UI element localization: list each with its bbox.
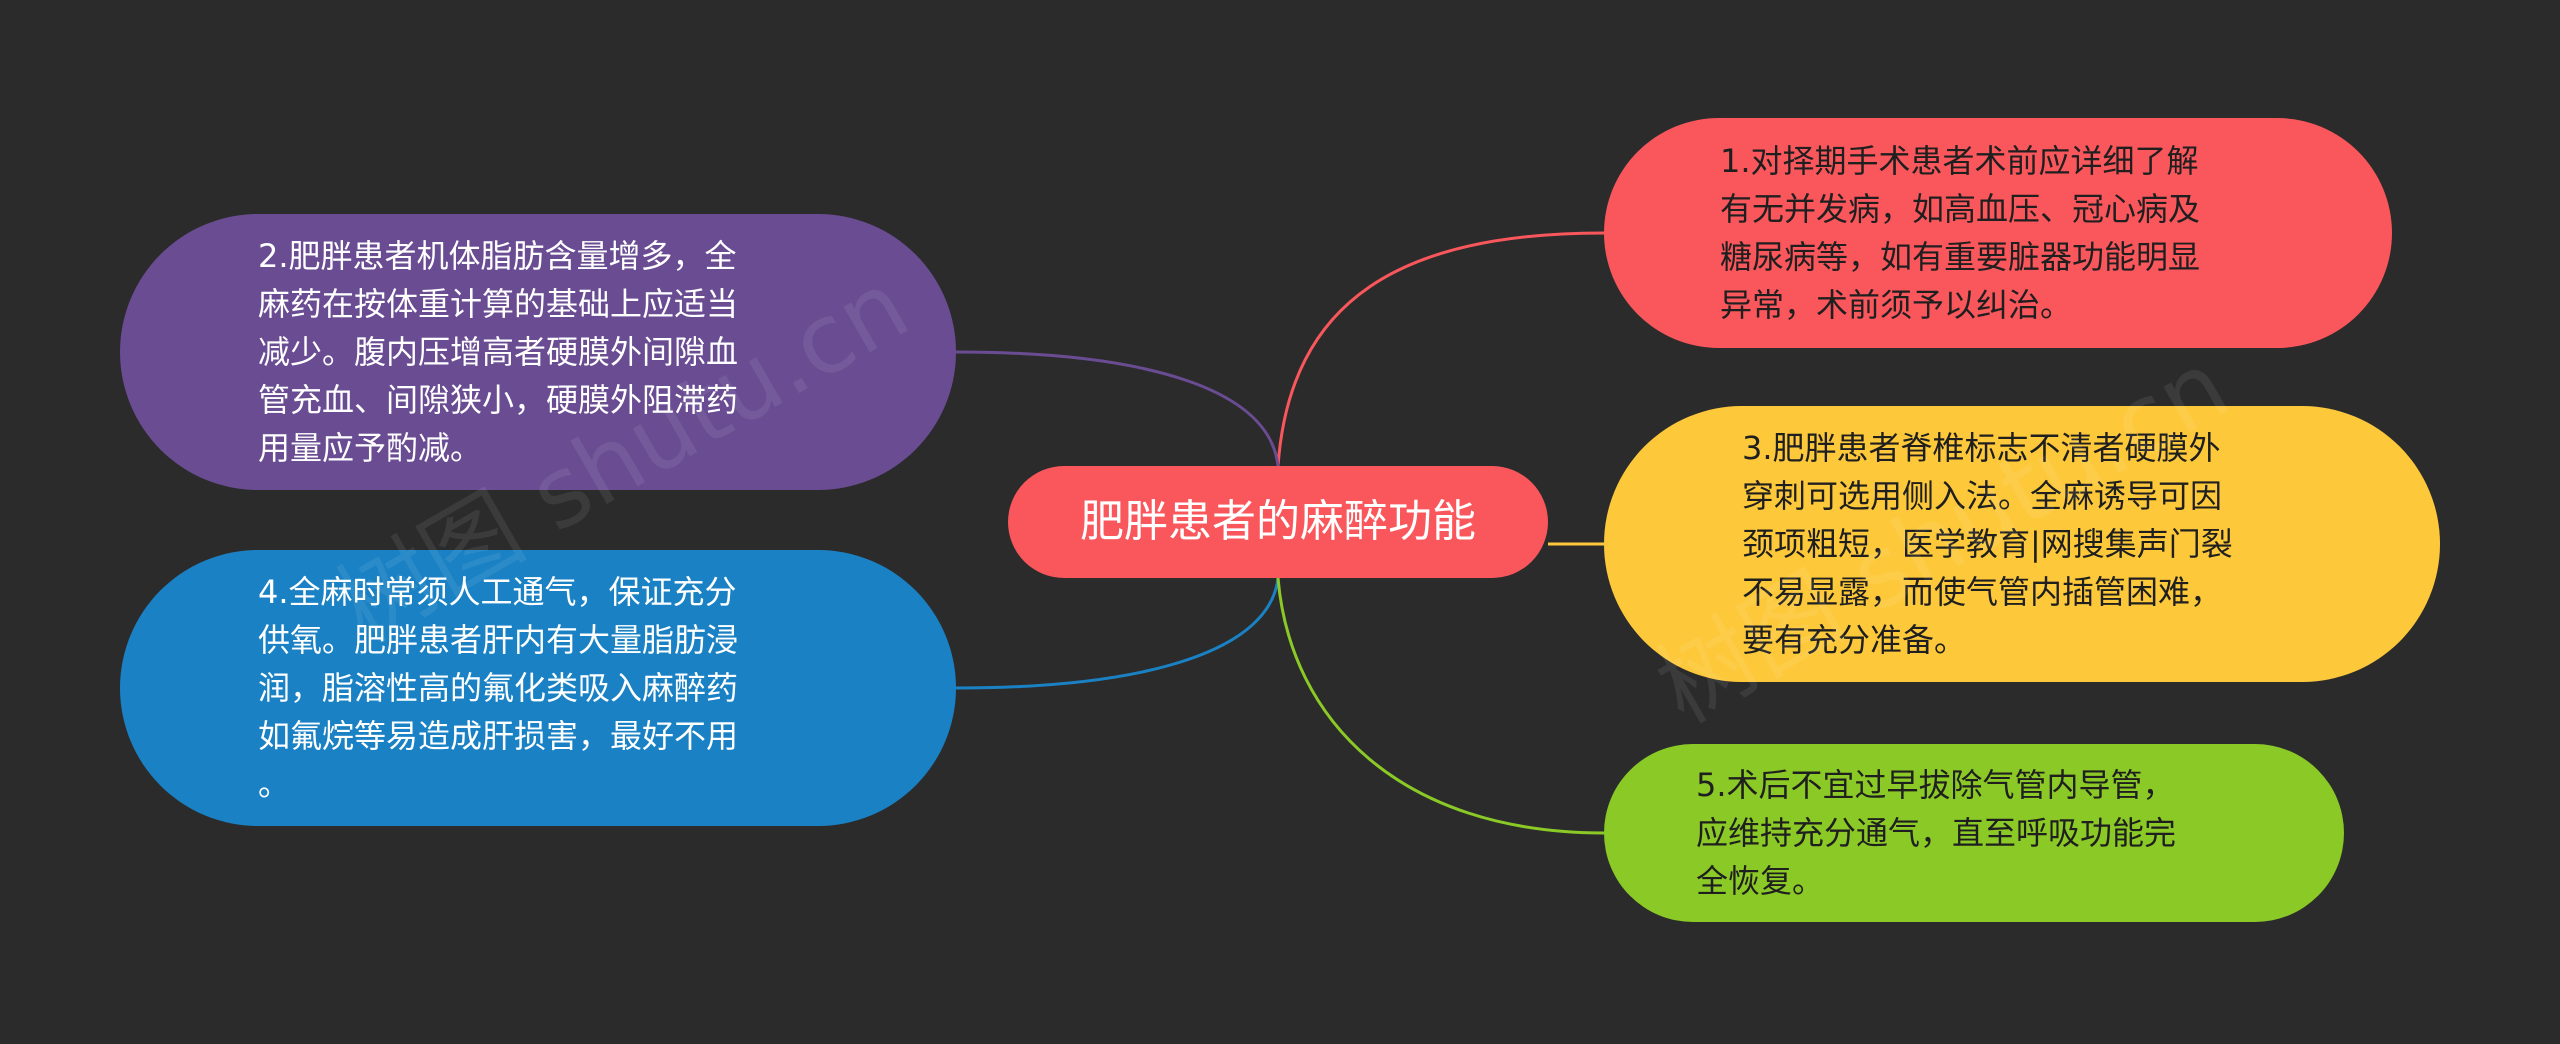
- connector-line-n2: [955, 350, 1280, 467]
- central-topic[interactable]: 肥胖患者的麻醉功能: [1008, 466, 1548, 578]
- topic-node-2-text: 2.肥胖患者机体脂肪含量增多，全 麻药在按体重计算的基础上应适当 减少。腹内压增…: [258, 237, 739, 467]
- connector-line-n1: [1276, 231, 1605, 467]
- topic-node-1[interactable]: 1.对择期手术患者术前应详细了解 有无并发病，如高血压、冠心病及 糖尿病等，如有…: [1604, 118, 2392, 348]
- topic-node-4-text: 4.全麻时常须人工通气，保证充分 供氧。肥胖患者肝内有大量脂肪浸 润，脂溶性高的…: [258, 573, 739, 803]
- topic-node-3-text: 3.肥胖患者脊椎标志不清者硬膜外 穿刺可选用侧入法。全麻诱导可因 颈项粗短，医学…: [1742, 429, 2233, 659]
- topic-node-3[interactable]: 3.肥胖患者脊椎标志不清者硬膜外 穿刺可选用侧入法。全麻诱导可因 颈项粗短，医学…: [1604, 406, 2440, 682]
- topic-node-2[interactable]: 2.肥胖患者机体脂肪含量增多，全 麻药在按体重计算的基础上应适当 减少。腹内压增…: [120, 214, 956, 490]
- central-topic-label: 肥胖患者的麻醉功能: [1080, 496, 1476, 547]
- topic-node-1-text: 1.对择期手术患者术前应详细了解 有无并发病，如高血压、冠心病及 糖尿病等，如有…: [1720, 142, 2201, 324]
- connector-line-n4: [955, 577, 1280, 690]
- topic-node-5[interactable]: 5.术后不宜过早拔除气管内导管， 应维持充分通气，直至呼吸功能完 全恢复。: [1604, 744, 2344, 922]
- topic-node-5-text: 5.术后不宜过早拔除气管内导管， 应维持充分通气，直至呼吸功能完 全恢复。: [1696, 766, 2177, 900]
- connector-line-n5: [1276, 577, 1605, 835]
- topic-node-4[interactable]: 4.全麻时常须人工通气，保证充分 供氧。肥胖患者肝内有大量脂肪浸 润，脂溶性高的…: [120, 550, 956, 826]
